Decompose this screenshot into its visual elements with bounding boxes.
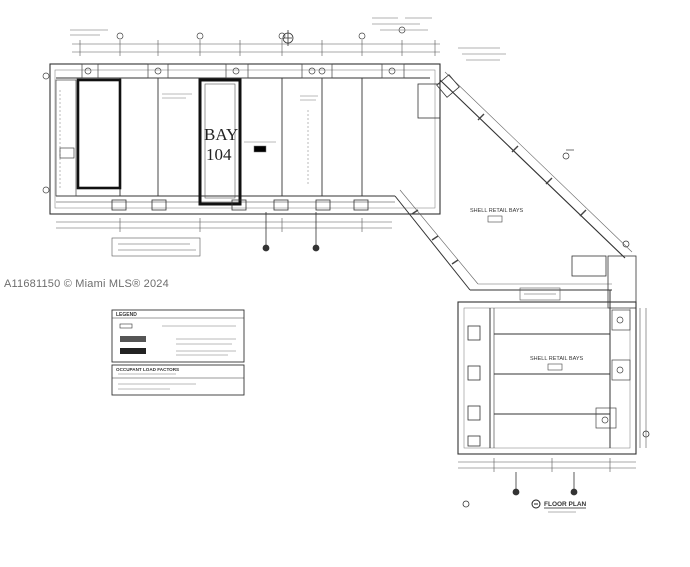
legend-box: LEGEND bbox=[111, 309, 245, 363]
bay-104-number: 104 bbox=[206, 145, 232, 164]
grid-bubbles-top bbox=[42, 26, 406, 194]
keynote-box bbox=[111, 237, 201, 257]
shell-retail-label-top: SHELL RETAIL BAYS bbox=[470, 208, 524, 214]
right-wing-doors bbox=[467, 325, 481, 447]
diagonal-walkway bbox=[394, 71, 633, 291]
occupant-load-box: OCCUPANT LOAD FACTORS bbox=[111, 364, 245, 396]
room-tag-right bbox=[547, 363, 563, 371]
left-end-corridor bbox=[55, 79, 77, 197]
floor-plan-title-block: FLOOR PLAN bbox=[531, 499, 587, 513]
storefront-doors bbox=[111, 199, 369, 211]
diagonal-section-marker bbox=[562, 149, 630, 248]
north-arrow-icon bbox=[282, 30, 294, 46]
right-wing-fixtures bbox=[595, 309, 631, 429]
bay-101-outline bbox=[76, 78, 122, 190]
general-notes-text bbox=[70, 17, 506, 61]
bay-104-outline bbox=[198, 78, 242, 206]
right-note-box bbox=[519, 287, 561, 301]
right-wing-dimensions bbox=[458, 308, 647, 472]
mls-watermark: A11681150 © Miami MLS® 2024 bbox=[4, 278, 169, 290]
room-tag-top bbox=[487, 215, 503, 223]
shell-retail-label-right: SHELL RETAIL BAYS bbox=[530, 356, 584, 362]
top-dimension-lines bbox=[72, 40, 440, 56]
rear-restroom-fixtures bbox=[81, 63, 405, 79]
corner-tower bbox=[417, 74, 637, 309]
interior-notes bbox=[59, 90, 318, 190]
left-wing-building bbox=[49, 63, 441, 215]
floor-plan-title: FLOOR PLAN bbox=[544, 501, 587, 508]
front-dimension-lines bbox=[56, 218, 392, 232]
bay-104-label: BAY bbox=[204, 125, 238, 144]
right-section-markers bbox=[462, 430, 650, 508]
right-wing-building bbox=[457, 290, 637, 455]
section-markers bbox=[262, 212, 320, 252]
diagonal-columns bbox=[411, 113, 587, 265]
legend-title: LEGEND bbox=[116, 312, 137, 318]
occupant-title: OCCUPANT LOAD FACTORS bbox=[116, 367, 179, 372]
